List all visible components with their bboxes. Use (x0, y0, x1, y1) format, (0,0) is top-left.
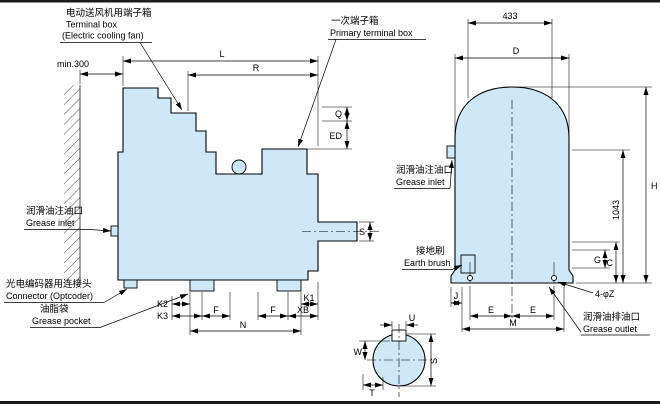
dim-433: 433 (502, 11, 517, 21)
dim-T: T (369, 388, 375, 398)
leader-line (448, 159, 454, 189)
grease-pocket-label-en: Grease pocket (32, 316, 91, 326)
grease-outlet-label-cn: 润滑油排油口 (583, 311, 640, 323)
earth-brush-label-en: Earth brush (404, 258, 451, 268)
leader-line (89, 227, 112, 233)
grease-outlet-label-en: Grease outlet (583, 324, 638, 334)
dim-N: N (240, 320, 247, 330)
dim-XB: XB (297, 305, 309, 315)
leader-line (297, 39, 337, 148)
dim-D: D (513, 46, 520, 56)
cooling-fan-box-label-en: Terminal box (66, 20, 118, 30)
end-view-callouts: 润滑油注油口 Grease inlet 接地刷 Earth brush 4-φZ… (394, 159, 650, 336)
grease-inlet-side-label-cn: 润滑油注油口 (26, 205, 83, 217)
dim-E1: E (488, 305, 494, 315)
wall-hatch-area (64, 85, 80, 285)
foot-rear (276, 279, 302, 292)
cooling-fan-box-label-en2: (Electric cooling fan) (62, 31, 144, 41)
dim-min300: min.300 (57, 59, 89, 69)
grease-inlet-end-label-cn: 润滑油注油口 (396, 164, 453, 176)
leader-line (139, 42, 183, 111)
side-view-callouts: 电动送风机用端子箱 Terminal box (Electric cooling… (4, 7, 426, 328)
connector-label-cn: 光电编码器用连接头 (6, 278, 92, 290)
dim-ED: ED (329, 131, 342, 141)
grease-inlet-fitting-end (446, 145, 456, 159)
primary-box-label-cn: 一次端子箱 (331, 15, 379, 27)
encoder-connector-box (123, 279, 138, 289)
dim-S-section: S (429, 358, 439, 364)
grease-inlet-fitting-side (110, 225, 119, 237)
dim-E2: E (530, 305, 536, 315)
foot-bolt-hole (551, 275, 557, 281)
end-view-dimensions: 433 D H 1043 G C J E E M (450, 11, 658, 332)
dim-W: W (354, 347, 363, 357)
dim-K3: K3 (157, 311, 168, 321)
primary-box-label-en: Primary terminal box (330, 28, 413, 38)
dim-M: M (509, 318, 517, 328)
dim-U: U (409, 313, 416, 323)
shaft-section: U W T S (354, 313, 440, 398)
cooling-fan-box-label-cn: 电动送风机用端子箱 (66, 7, 152, 19)
dim-S-side: S (359, 227, 365, 237)
bolt-holes-label: 4-φZ (595, 289, 615, 299)
dim-F1: F (213, 305, 219, 315)
dim-Q: Q (335, 109, 342, 119)
dim-C: C (607, 258, 614, 268)
motor-side-outline (117, 87, 358, 281)
leader-line (548, 286, 582, 333)
earth-brush-label-cn: 接地刷 (416, 245, 445, 257)
dim-1043: 1043 (611, 200, 621, 220)
dim-R: R (253, 63, 260, 73)
foot-bolt-hole (467, 275, 473, 281)
end-view (446, 86, 574, 322)
leader-line (103, 288, 128, 303)
dim-K1: K1 (303, 293, 314, 303)
lifting-lug (231, 159, 247, 175)
leader-line (557, 281, 594, 294)
wall-hatch (64, 85, 81, 285)
side-view (110, 87, 382, 292)
dim-F2: F (270, 305, 276, 315)
connector-label-en: Connector (Optcoder) (6, 291, 93, 301)
dim-J: J (454, 291, 459, 301)
earth-brush-box (460, 254, 476, 274)
dim-L: L (219, 49, 224, 59)
leader-line (451, 264, 463, 271)
grease-inlet-end-label-en: Grease inlet (396, 177, 445, 187)
grease-pocket-label-cn: 油脂袋 (40, 303, 69, 315)
grease-inlet-side-label-en: Grease inlet (26, 218, 75, 228)
frame-top (0, 0, 660, 3)
leader-line (99, 293, 189, 328)
dim-H: H (651, 181, 658, 191)
dim-G: G (594, 255, 601, 265)
frame-bottom (0, 401, 660, 404)
foot-front (189, 279, 215, 292)
